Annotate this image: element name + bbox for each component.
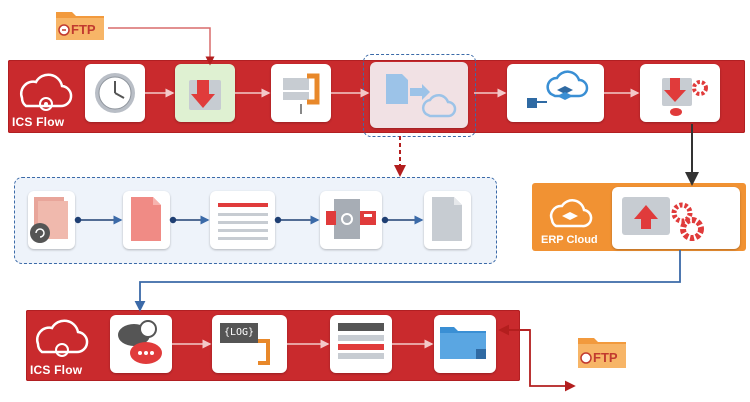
download-card[interactable]	[175, 64, 235, 122]
file-to-cloud-icon	[386, 74, 457, 118]
download-gear-icon	[662, 78, 708, 116]
download-gear-card[interactable]	[640, 64, 720, 122]
connection-card[interactable]	[507, 64, 604, 122]
data-table-card[interactable]	[330, 315, 392, 373]
log-icon: {LOG}	[220, 323, 258, 343]
cloud-flow-icon	[19, 73, 73, 111]
erp-cloud-icon	[549, 199, 593, 228]
transform-card[interactable]	[271, 64, 331, 122]
file-to-cloud-card[interactable]	[370, 62, 468, 128]
output-file-icon	[432, 197, 462, 241]
upload-gear-icon	[622, 197, 704, 241]
table-lines-icon	[218, 203, 268, 240]
document-icon	[131, 197, 161, 241]
ftp-label-top: FTP	[71, 22, 96, 37]
clock-icon	[95, 73, 135, 113]
chat-bubbles-icon	[118, 320, 162, 364]
processor-icon	[326, 199, 376, 239]
log-clamp-icon	[258, 339, 270, 365]
file-stack-icon	[30, 197, 68, 243]
schedule-card[interactable]	[85, 64, 145, 122]
folder-icon	[56, 12, 104, 40]
processor-card[interactable]	[320, 191, 382, 249]
download-arrow-icon	[189, 80, 221, 110]
parsed-table-card[interactable]	[210, 191, 275, 249]
ftp-to-download-link	[108, 27, 215, 66]
source-files-card[interactable]	[28, 191, 75, 249]
folder-plug-icon	[440, 327, 486, 359]
ftp-label-bottom: FTP	[593, 350, 618, 365]
log-card[interactable]: {LOG}	[212, 315, 287, 373]
table-icon	[338, 323, 384, 359]
log-tag: {LOG}	[223, 327, 255, 338]
plug-stack-icon	[527, 70, 589, 108]
output-file-card[interactable]	[424, 191, 471, 249]
cloud-flow-icon-bottom	[35, 319, 89, 357]
ics-flow-label-bottom: ICS Flow	[30, 363, 83, 377]
upload-gear-card[interactable]	[612, 187, 740, 249]
ics-flow-label-top: ICS Flow	[12, 115, 65, 129]
notification-card[interactable]	[110, 315, 172, 373]
ftp-folder-top: FTP	[54, 6, 106, 42]
erp-cloud-label: ERP Cloud	[541, 234, 598, 246]
ftp-folder-bottom: FTP	[576, 332, 628, 370]
file-connection-card[interactable]	[434, 315, 496, 373]
clamp-icon	[283, 73, 320, 114]
document-card[interactable]	[123, 191, 170, 249]
folder-icon-bottom	[578, 338, 626, 368]
